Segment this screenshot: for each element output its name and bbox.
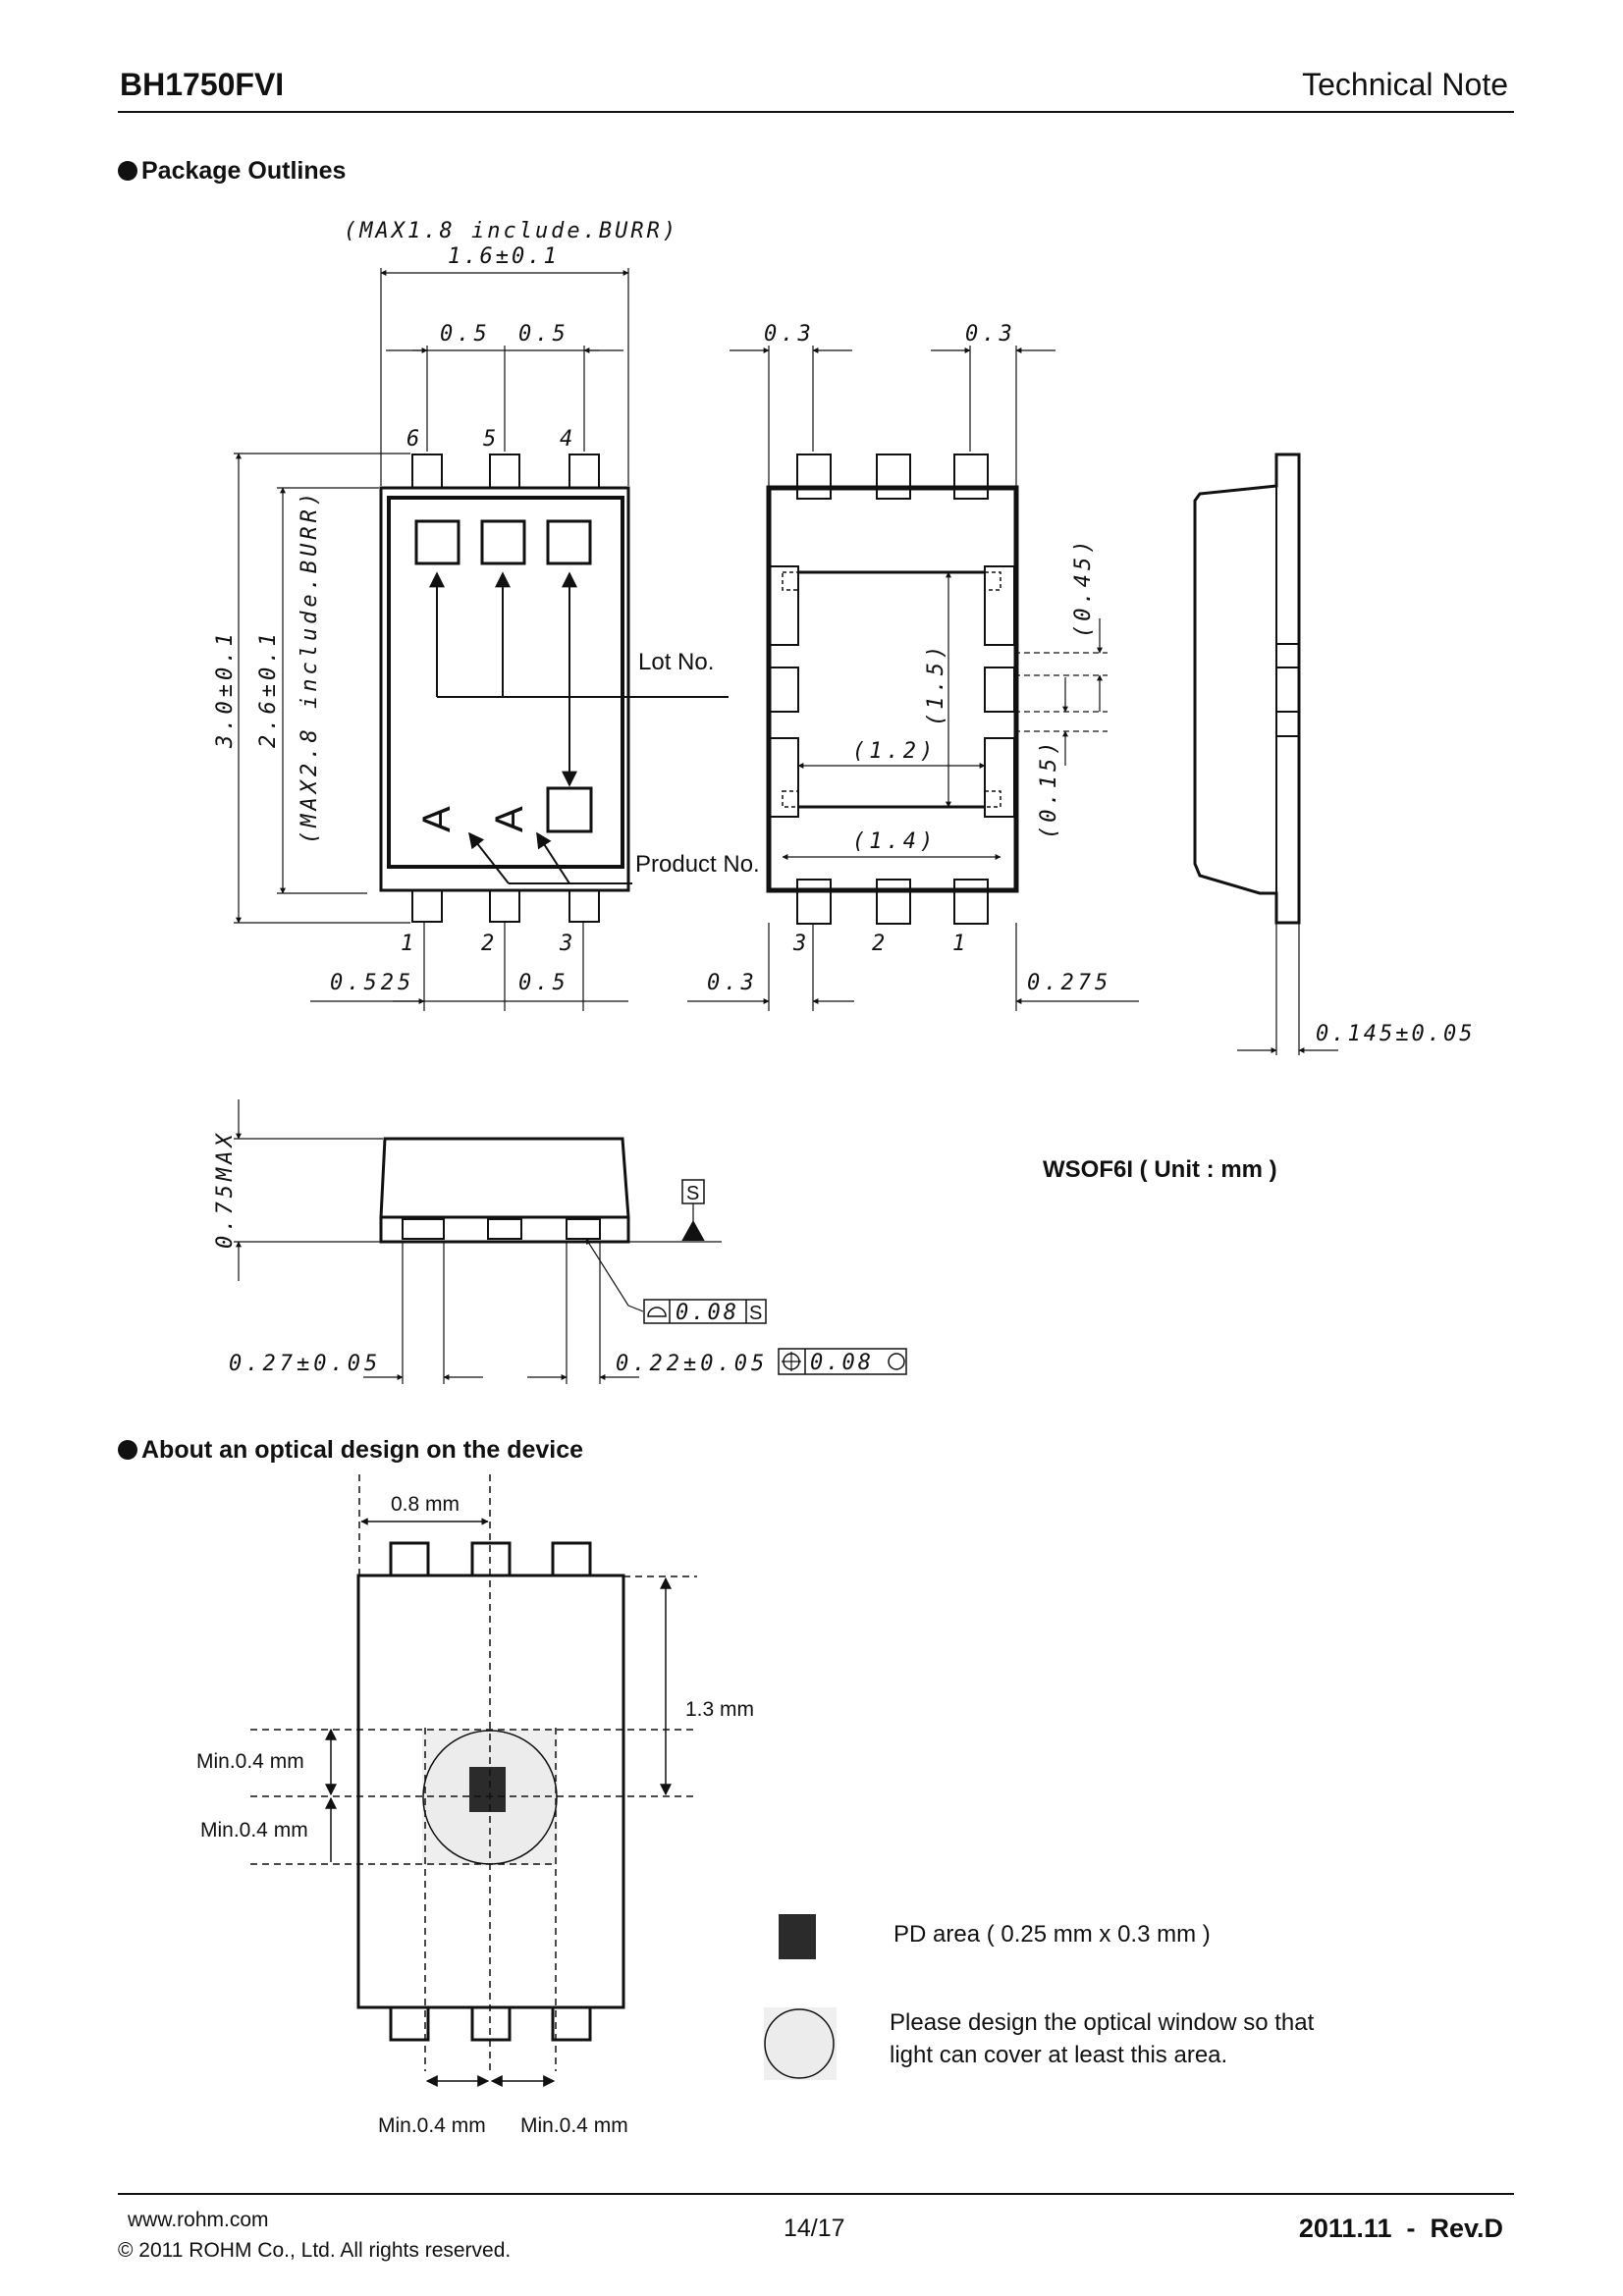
dim-pad-left: 0.3 (764, 322, 815, 347)
datum-s: S (686, 1183, 699, 1204)
pin-4: 4 (560, 427, 572, 452)
dim-min-bottom-left: Min.0.4 mm (378, 2114, 486, 2137)
pin-6: 6 (406, 427, 419, 452)
dim-height-outer: 3.0±0.1 (213, 629, 238, 749)
footer-copyright: © 2011 ROHM Co., Ltd. All rights reserve… (118, 2239, 512, 2262)
pd-area (469, 1767, 506, 1812)
pin-2: 2 (481, 932, 494, 956)
marking-a-2: A (488, 806, 531, 832)
marking-a-1: A (415, 806, 459, 832)
dim-15: (1.5) (924, 642, 948, 726)
bullet-icon (118, 1440, 137, 1460)
legend-pd-swatch (779, 1914, 816, 1959)
page-number: 14/17 (784, 2215, 845, 2242)
legend-window-circle (764, 2008, 835, 2079)
legend-pd-label: PD area ( 0.25 mm x 0.3 mm ) (893, 1921, 1211, 1948)
flatness-datum: S (749, 1303, 762, 1324)
dim-min-lower: Min.0.4 mm (200, 1819, 308, 1842)
dim-0145: 0.145±0.05 (1316, 1022, 1475, 1046)
dim-12: (1.2) (852, 739, 937, 764)
section-package-outlines: Package Outlines (118, 157, 346, 186)
part-number: BH1750FVI (120, 67, 285, 102)
section-title: Package Outlines (141, 157, 347, 185)
dim-08: 0.8 mm (391, 1493, 460, 1516)
header-rule (118, 111, 1514, 113)
dim-045: (0.45) (1071, 537, 1096, 638)
front-view (234, 1099, 907, 1384)
pin-1: 1 (401, 932, 413, 956)
position-value: 0.08 (810, 1351, 874, 1375)
legend-window-line1: Please design the optical window so that (890, 2009, 1315, 2036)
dim-13: 1.3 mm (685, 1698, 754, 1721)
dim-015: (0.15) (1037, 738, 1061, 839)
doc-type: Technical Note (1302, 67, 1508, 102)
dim-075max: 0.75MAX (213, 1130, 238, 1249)
dim-0275: 0.275 (1027, 971, 1111, 995)
label-lot-no: Lot No. (638, 649, 714, 675)
dim-width-note: (MAX1.8 include.BURR) (344, 219, 678, 243)
legend-window-line2: light can cover at least this area. (890, 2042, 1227, 2068)
pin-bottom-view-2: 2 (872, 932, 885, 956)
footer-url: www.rohm.com (128, 2209, 269, 2231)
section-optical-design: About an optical design on the device (118, 1436, 583, 1465)
dim-height-note: (MAX2.8 include.BURR) (298, 489, 322, 844)
dim-pitch-a: 0.5 (440, 322, 491, 347)
package-name: WSOF6I ( Unit : mm ) (1043, 1156, 1277, 1183)
footer-rule (118, 2193, 1514, 2195)
dim-03-bottom: 0.3 (707, 971, 758, 995)
dim-pitch-b: 0.5 (518, 322, 569, 347)
top-view (234, 268, 729, 1011)
dim-14: (1.4) (852, 829, 937, 854)
bottom-view (687, 346, 1139, 1011)
dim-height-inner: 2.6±0.1 (256, 629, 281, 748)
dim-05-bottom: 0.5 (518, 971, 569, 995)
revision: 2011.11 - Rev.D (1298, 2214, 1503, 2243)
pin-5: 5 (483, 427, 496, 452)
side-view (1193, 453, 1338, 1055)
flatness-value: 0.08 (676, 1301, 739, 1325)
dim-0525: 0.525 (330, 971, 414, 995)
section-title: About an optical design on the device (141, 1436, 584, 1464)
pin-bottom-view-1: 1 (952, 932, 965, 956)
label-product-no: Product No. (635, 851, 760, 878)
dim-width: 1.6±0.1 (448, 244, 560, 269)
pin-bottom-view-3: 3 (792, 932, 806, 956)
bullet-icon (118, 161, 137, 181)
dim-min-bottom-right: Min.0.4 mm (520, 2114, 628, 2137)
dim-027: 0.27±0.05 (229, 1352, 381, 1376)
pin-3: 3 (559, 932, 572, 956)
dim-022: 0.22±0.05 (616, 1352, 768, 1376)
dim-pad-right: 0.3 (965, 322, 1016, 347)
optical-drawing (250, 1474, 837, 2087)
dim-min-upper: Min.0.4 mm (196, 1750, 304, 1773)
